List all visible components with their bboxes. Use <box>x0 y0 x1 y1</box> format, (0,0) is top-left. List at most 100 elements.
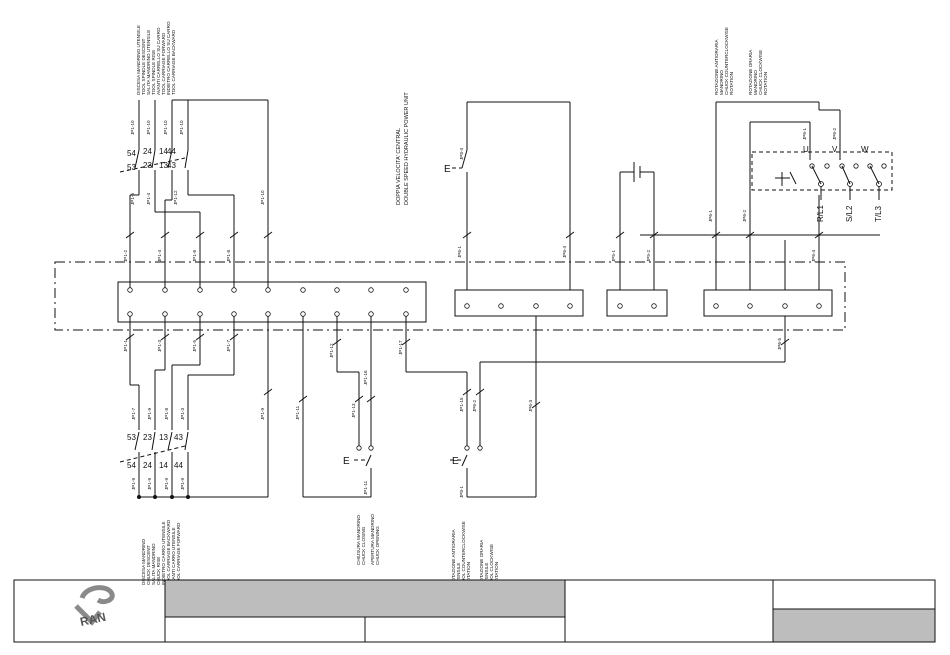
svg-text:JP1-15: JP1-15 <box>459 397 464 412</box>
svg-text:DOUBLE SPEED HYDRAULIC POWER U: DOUBLE SPEED HYDRAULIC POWER UNIT <box>404 92 410 205</box>
svg-text:TOOL SPINDLE DESCENT: TOOL SPINDLE DESCENT <box>141 38 146 95</box>
svg-text:ROTAZIONE ANTIORARIA: ROTAZIONE ANTIORARIA <box>451 529 456 585</box>
svg-text:JP1-9: JP1-9 <box>131 478 136 490</box>
svg-text:CHIUSURA MANDRINO: CHIUSURA MANDRINO <box>356 515 361 565</box>
svg-text:JP1-1: JP1-1 <box>123 340 128 352</box>
svg-text:JP1-7: JP1-7 <box>226 340 231 352</box>
svg-text:JP1-9: JP1-9 <box>164 478 169 490</box>
bottom-right-wire-labels: JP1-17 JP1-15 JP6-2 JP6-3 JP8-1 <box>398 340 533 498</box>
top-left-caption: DISCESA MANDRINO UTENSILE TOOL SPINDLE D… <box>136 21 176 95</box>
wire-label-jp8-4: JP8-4 <box>459 148 464 160</box>
svg-text:JP1-2: JP1-2 <box>123 250 128 262</box>
wire-label-center-6: JP6-4 <box>562 246 567 258</box>
svg-text:JP1-11: JP1-11 <box>295 405 300 420</box>
bottom-mid-wire-labels: JP1-11 JP1-12 JP1-13 JP1-16 JP1-11 <box>295 343 368 495</box>
svg-text:TOOL COUNTERCLOCKWISE: TOOL COUNTERCLOCKWISE <box>461 521 466 585</box>
terminal-strip-main <box>117 281 427 323</box>
svg-text:DOPPIA VELOCITA' CENTRAL: DOPPIA VELOCITA' CENTRAL <box>396 128 402 205</box>
svg-text:JP1-10: JP1-10 <box>130 120 135 135</box>
svg-text:UTENSILE: UTENSILE <box>484 563 489 585</box>
svg-text:23: 23 <box>143 161 152 170</box>
svg-text:CHUCK COUNTERCLOCKWISE: CHUCK COUNTERCLOCKWISE <box>724 27 729 95</box>
svg-text:ROTATION: ROTATION <box>763 72 768 95</box>
bottom-left-switch-numbers: 53 54 23 24 13 14 43 44 <box>127 433 183 470</box>
svg-text:TOOL CLOCKWISE: TOOL CLOCKWISE <box>489 544 494 585</box>
svg-text:T/L3: T/L3 <box>874 205 883 222</box>
supply-wiring <box>615 162 659 290</box>
top-left-wiring <box>119 99 269 288</box>
title-block <box>13 579 936 643</box>
top-right-caption: ROTAZIONE ANTIORARIA MANDRINO CHUCK COUN… <box>714 27 768 95</box>
svg-text:CHUCK DESCENT: CHUCK DESCENT <box>146 545 151 585</box>
wire-label-jp6-1: JP6-1 <box>708 210 713 222</box>
svg-text:DISCESA MANDRINO UTENSILE: DISCESA MANDRINO UTENSILE <box>136 25 141 95</box>
bottom-left-caption: DISCESA MANDRINO CHUCK DESCENT SALITA MA… <box>141 519 181 585</box>
svg-text:JP1-3: JP1-3 <box>157 340 162 352</box>
bottom-right-caption: ROTAZIONE ANTIORARIA UTENSILE TOOL COUNT… <box>451 521 499 585</box>
svg-text:JP1-10: JP1-10 <box>179 120 184 135</box>
svg-text:54: 54 <box>127 461 136 470</box>
wire-label-jp6-5: JP6-5 <box>777 338 782 350</box>
svg-text:JP1-12: JP1-12 <box>329 343 334 358</box>
svg-text:V: V <box>832 145 838 154</box>
svg-text:JP1-7: JP1-7 <box>131 408 136 420</box>
center-strip-terminals <box>464 303 573 309</box>
svg-text:CHUCK OPENING: CHUCK OPENING <box>375 526 380 565</box>
svg-text:AVANTI CARRO UTENSILE: AVANTI CARRO UTENSILE <box>171 527 176 585</box>
cabinet-boundary <box>54 261 846 331</box>
wire-label-jp6-2: JP6-2 <box>742 210 747 222</box>
wire-label-jp5-1: JP5-1 <box>611 250 616 262</box>
top-left-switch-numbers: 54 53 24 23 14 13 44 43 <box>127 147 176 172</box>
svg-text:43: 43 <box>167 161 176 170</box>
main-strip-terminals <box>127 287 409 317</box>
bottom-left-wiring <box>119 316 273 499</box>
svg-text:MANDRINO: MANDRINO <box>719 70 724 95</box>
svg-text:CHUCK CLOCKWISE: CHUCK CLOCKWISE <box>758 50 763 95</box>
svg-text:24: 24 <box>143 461 152 470</box>
svg-text:44: 44 <box>174 461 183 470</box>
terminal-strip-supply <box>606 289 668 317</box>
svg-text:14: 14 <box>159 461 168 470</box>
wire-label-motor-2: JP6-2 <box>832 128 837 140</box>
svg-text:53: 53 <box>127 163 136 172</box>
svg-text:JP1-5: JP1-5 <box>192 340 197 352</box>
svg-text:ROTAZIONE ORARIA: ROTAZIONE ORARIA <box>479 539 484 585</box>
svg-text:TOOL CARRIAGE FORWARD: TOOL CARRIAGE FORWARD <box>176 522 181 585</box>
svg-text:JP1-10: JP1-10 <box>163 120 168 135</box>
svg-text:AVANTI CARRELLO SU CARRO: AVANTI CARRELLO SU CARRO <box>156 27 161 95</box>
svg-text:13: 13 <box>159 433 168 442</box>
terminal-strip-center <box>454 289 584 317</box>
svg-text:JP1-12: JP1-12 <box>173 190 178 205</box>
svg-text:JP1-11: JP1-11 <box>363 480 368 495</box>
svg-text:TOOL CARRIAGE BACKWARD: TOOL CARRIAGE BACKWARD <box>171 29 176 95</box>
bottom-mid-caption: CHIUSURA MANDRINO CHUCK CLOSING APERTURA… <box>356 514 380 565</box>
svg-text:JP6-2: JP6-2 <box>472 400 477 412</box>
bottom-mid-wiring <box>298 316 376 498</box>
motor-strip-terminals <box>713 303 822 309</box>
svg-text:JP1-17: JP1-17 <box>398 340 403 355</box>
svg-text:JP1-9: JP1-9 <box>147 478 152 490</box>
svg-text:CHUCK RISE: CHUCK RISE <box>156 557 161 585</box>
svg-text:UTENSILE: UTENSILE <box>456 563 461 585</box>
svg-text:23: 23 <box>143 433 152 442</box>
svg-text:MANDRINO: MANDRINO <box>753 70 758 95</box>
svg-text:SALITA MANDRINO UTENSILE: SALITA MANDRINO UTENSILE <box>146 30 151 95</box>
title-block-gray-corner <box>772 608 936 643</box>
svg-text:JP1-9: JP1-9 <box>147 408 152 420</box>
svg-text:APERTURA MANDRINO: APERTURA MANDRINO <box>370 514 375 565</box>
svg-text:JP1-10: JP1-10 <box>146 120 151 135</box>
title-block-gray-main <box>164 579 566 618</box>
svg-text:JP8-1: JP8-1 <box>459 486 464 498</box>
center-top-wiring <box>452 101 575 290</box>
svg-text:JP1-3: JP1-3 <box>180 408 185 420</box>
svg-text:TOOL CARRIAGE FORWARD: TOOL CARRIAGE FORWARD <box>161 32 166 95</box>
svg-text:JP1-10: JP1-10 <box>260 190 265 205</box>
svg-text:JP1-8: JP1-8 <box>164 408 169 420</box>
svg-text:JP1-4: JP1-4 <box>146 193 151 205</box>
svg-text:JP1-9: JP1-9 <box>260 408 265 420</box>
svg-text:ROTATION: ROTATION <box>466 562 471 585</box>
svg-text:W: W <box>861 145 869 154</box>
motor-wiring <box>640 101 893 290</box>
terminal-strip-motor <box>703 289 833 317</box>
